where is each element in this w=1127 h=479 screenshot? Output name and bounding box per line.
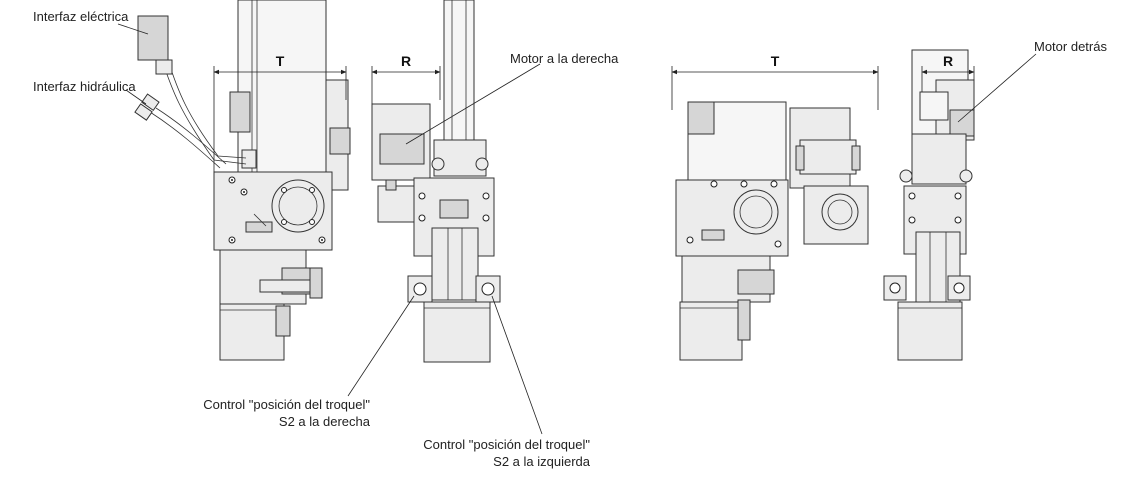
label-motor-back: Motor detrás xyxy=(1034,39,1107,54)
label-control-right-line1: Control "posición del troquel" xyxy=(203,397,370,412)
view-front-motor-back xyxy=(883,49,975,361)
dimension-label-r-left: R xyxy=(401,53,411,69)
label-control-left-line1: Control "posición del troquel" xyxy=(423,437,590,452)
dimension-label-t-left: T xyxy=(276,53,285,69)
dimension-label-r-right: R xyxy=(943,53,953,69)
dimension-label-t-right: T xyxy=(771,53,780,69)
view-side-motor-back xyxy=(671,66,879,361)
view-front-motor-right xyxy=(371,0,501,363)
label-control-left-line2: S2 a la izquierda xyxy=(493,454,591,469)
label-hydraulic-interface: Interfaz hidráulica xyxy=(33,79,136,94)
label-motor-right: Motor a la derecha xyxy=(510,51,619,66)
label-electric-interface: Interfaz eléctrica xyxy=(33,9,129,24)
view-side-motor-right xyxy=(134,0,351,361)
leader-lines xyxy=(117,23,1037,435)
label-control-right-line2: S2 a la derecha xyxy=(279,414,371,429)
